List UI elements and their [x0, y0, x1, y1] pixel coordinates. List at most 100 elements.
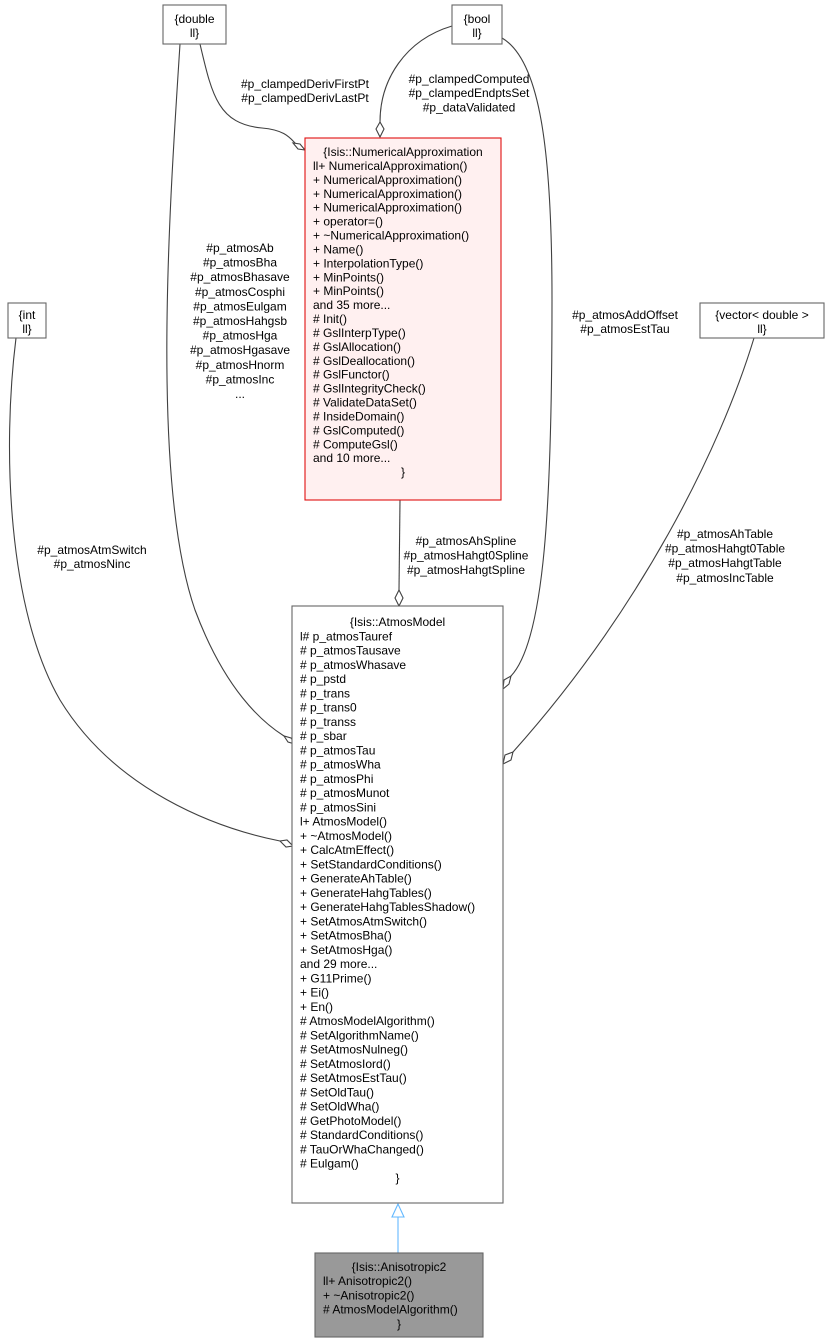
- edge-double-to-numapprox: [199, 43, 297, 145]
- edge-label-numapprox-to-atmos: #p_atmosHahgtSpline: [407, 563, 525, 577]
- class-member: and 10 more...: [313, 451, 390, 465]
- class-title: {double: [174, 12, 214, 26]
- class-title: {Isis::NumericalApproximation: [323, 145, 482, 159]
- class-member: # p_atmosSini: [300, 800, 376, 814]
- edge-label-numapprox-to-atmos: #p_atmosHahgt0Spline: [404, 549, 529, 563]
- edge-label-bool-to-atmos: #p_atmosAddOffset: [572, 308, 679, 322]
- class-member: # SetAlgorithmName(): [300, 1028, 419, 1042]
- class-member: ll}: [190, 26, 199, 40]
- class-box: [314, 1252, 484, 1338]
- class-member: # GetPhotoModel(): [300, 1114, 401, 1128]
- edge-label-vector-to-atmos: #p_atmosHahgt0Table: [665, 542, 785, 556]
- edge-int-to-atmosmodel: [8, 337, 281, 842]
- class-member: ll}: [22, 322, 31, 336]
- edge-label-vector-to-atmos: #p_atmosAhTable: [677, 527, 773, 541]
- edge-label-double-to-atmos: #p_atmosHnorm: [196, 358, 285, 372]
- class-title: {int: [19, 308, 36, 322]
- class-member: + Name(): [313, 242, 363, 256]
- class-member: # GslAllocation(): [313, 340, 401, 354]
- aggregation-diamond: [291, 142, 307, 151]
- class-member: # p_sbar: [300, 729, 347, 743]
- class-member: + Ei(): [300, 986, 329, 1000]
- edge-label-bool-to-numapprox: #p_dataValidated: [423, 100, 516, 114]
- edge-label-double-to-numapprox: #p_clampedDerivFirstPt: [241, 77, 370, 91]
- class-member: + GenerateAhTable(): [300, 872, 412, 886]
- edge-label-vector-to-atmos: #p_atmosHahgtTable: [668, 556, 782, 570]
- edge-double-to-atmosmodel: [166, 43, 285, 737]
- class-member: # GslIntegrityCheck(): [313, 382, 426, 396]
- class-title: {bool: [464, 12, 491, 26]
- inheritance-arrow-icon: [391, 1202, 405, 1218]
- class-member: + En(): [300, 1000, 333, 1014]
- class-member: and 35 more...: [313, 298, 390, 312]
- class-member: # p_atmosTau: [300, 743, 375, 757]
- class-member: # SetAtmosNulneg(): [300, 1043, 408, 1057]
- class-member: + ~Anisotropic2(): [323, 1288, 414, 1302]
- class-member: # ComputeGsl(): [313, 437, 398, 451]
- class-member: ll+ NumericalApproximation(): [313, 159, 467, 173]
- class-member: # p_trans0: [300, 701, 357, 715]
- class-member: # GslFunctor(): [313, 368, 390, 382]
- edge-labels: #p_clampedDerivFirstPt#p_clampedDerivLas…: [37, 72, 785, 585]
- class-member: + NumericalApproximation(): [313, 173, 462, 187]
- class-title: {Isis::Anisotropic2: [352, 1260, 447, 1274]
- class-box: [7, 302, 47, 339]
- class-member: + G11Prime(): [300, 971, 371, 985]
- class-member: # InsideDomain(): [313, 409, 404, 423]
- class-member: + NumericalApproximation(): [313, 201, 462, 215]
- edge-label-double-to-atmos: #p_atmosHga: [203, 329, 278, 343]
- aggregation-diamond: [502, 674, 512, 691]
- class-member: # TauOrWhaChanged(): [300, 1142, 424, 1156]
- edge-label-double-to-atmos: #p_atmosInc: [206, 372, 275, 386]
- class-node-vector[interactable]: {vector< double >ll}: [699, 302, 825, 339]
- aggregation-diamond: [278, 839, 295, 848]
- edge-label-double-to-atmos: #p_atmosBha: [203, 256, 277, 270]
- class-member: + MinPoints(): [313, 270, 384, 284]
- class-member: # AtmosModelAlgorithm(): [323, 1303, 458, 1317]
- class-member: ll}: [757, 322, 766, 336]
- edge-bool-to-atmosmodel: [501, 37, 553, 677]
- class-member: # GslInterpType(): [313, 326, 406, 340]
- class-member: # p_atmosTausave: [300, 644, 401, 658]
- edge-label-double-to-atmos: #p_atmosAb: [206, 241, 274, 255]
- class-member: + InterpolationType(): [313, 256, 423, 270]
- class-member: # StandardConditions(): [300, 1128, 423, 1142]
- aggregation-diamond: [502, 751, 514, 766]
- class-member: + NumericalApproximation(): [313, 187, 462, 201]
- class-member: + SetAtmosHga(): [300, 943, 392, 957]
- class-member: + operator=(): [313, 215, 383, 229]
- edge-label-double-to-numapprox: #p_clampedDerivLastPt: [241, 91, 369, 105]
- edge-label-bool-to-numapprox: #p_clampedEndptsSet: [409, 86, 530, 100]
- aggregation-diamond: [394, 588, 404, 608]
- edge-label-double-to-atmos: #p_atmosHahgsb: [193, 314, 287, 328]
- class-member: # GslComputed(): [313, 423, 404, 437]
- class-box: [699, 302, 825, 339]
- class-member: + SetStandardConditions(): [300, 857, 442, 871]
- class-member: + ~NumericalApproximation(): [313, 229, 469, 243]
- class-member: + ~AtmosModel(): [300, 829, 392, 843]
- edge-label-double-to-atmos: #p_atmosCosphi: [195, 285, 285, 299]
- edge-vector-to-atmosmodel: [512, 337, 755, 753]
- class-member: }: [401, 465, 405, 479]
- class-member: # Eulgam(): [300, 1157, 359, 1171]
- edge-label-double-to-atmos: #p_atmosEulgam: [193, 299, 286, 313]
- class-member: # p_atmosMunot: [300, 786, 390, 800]
- edge-label-int-to-atmos: #p_atmosAtmSwitch: [37, 543, 146, 557]
- class-member: # SetOldWha(): [300, 1100, 379, 1114]
- edge-label-vector-to-atmos: #p_atmosIncTable: [676, 571, 774, 585]
- edge-label-double-to-atmos: #p_atmosHgasave: [190, 343, 290, 357]
- class-member: # p_atmosWha: [300, 758, 381, 772]
- class-member: # SetAtmosIord(): [300, 1057, 391, 1071]
- edge-bool-to-numapprox: [379, 25, 453, 123]
- class-box: [451, 4, 503, 45]
- class-member: # SetOldTau(): [300, 1085, 374, 1099]
- class-member: and 29 more...: [300, 957, 377, 971]
- class-member: l+ AtmosModel(): [300, 815, 387, 829]
